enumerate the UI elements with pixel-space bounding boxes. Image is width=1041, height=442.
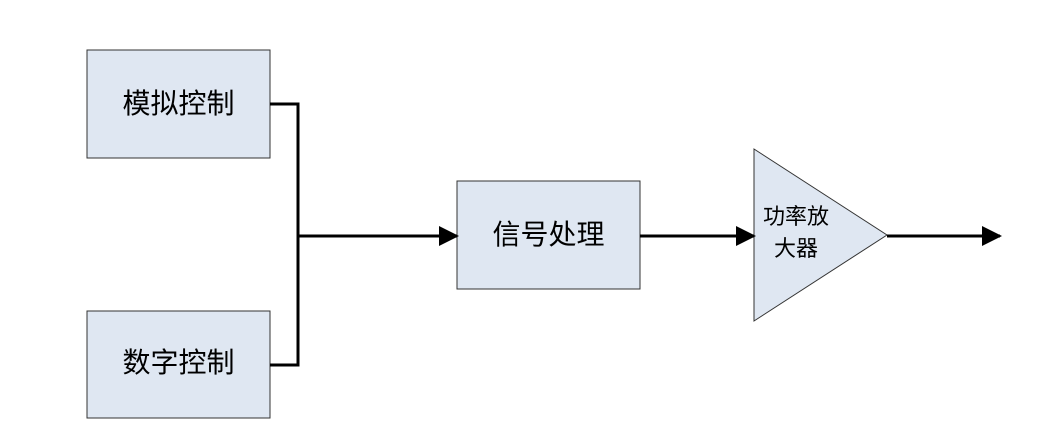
signal-processing-label: 信号处理 (492, 218, 604, 251)
power-amplifier-block: 功率放 大器 (753, 148, 888, 322)
analog-control-block: 模拟控制 (86, 49, 271, 159)
power-amplifier-label-line1: 功率放 (763, 205, 829, 230)
digital-control-box (86, 310, 271, 419)
analog-to-junction-line (270, 102, 300, 236)
analog-control-label: 模拟控制 (122, 87, 234, 120)
analog-control-box (86, 49, 271, 159)
digital-control-label: 数字控制 (122, 346, 234, 379)
power-amplifier-label-line2: 大器 (774, 237, 818, 262)
signal-processing-box (456, 180, 641, 290)
signal-processing-block: 信号处理 (456, 180, 641, 290)
power-amplifier-triangle (753, 148, 888, 322)
connectors (270, 102, 1002, 367)
digital-to-junction-line (270, 236, 300, 367)
digital-control-block: 数字控制 (86, 310, 271, 419)
